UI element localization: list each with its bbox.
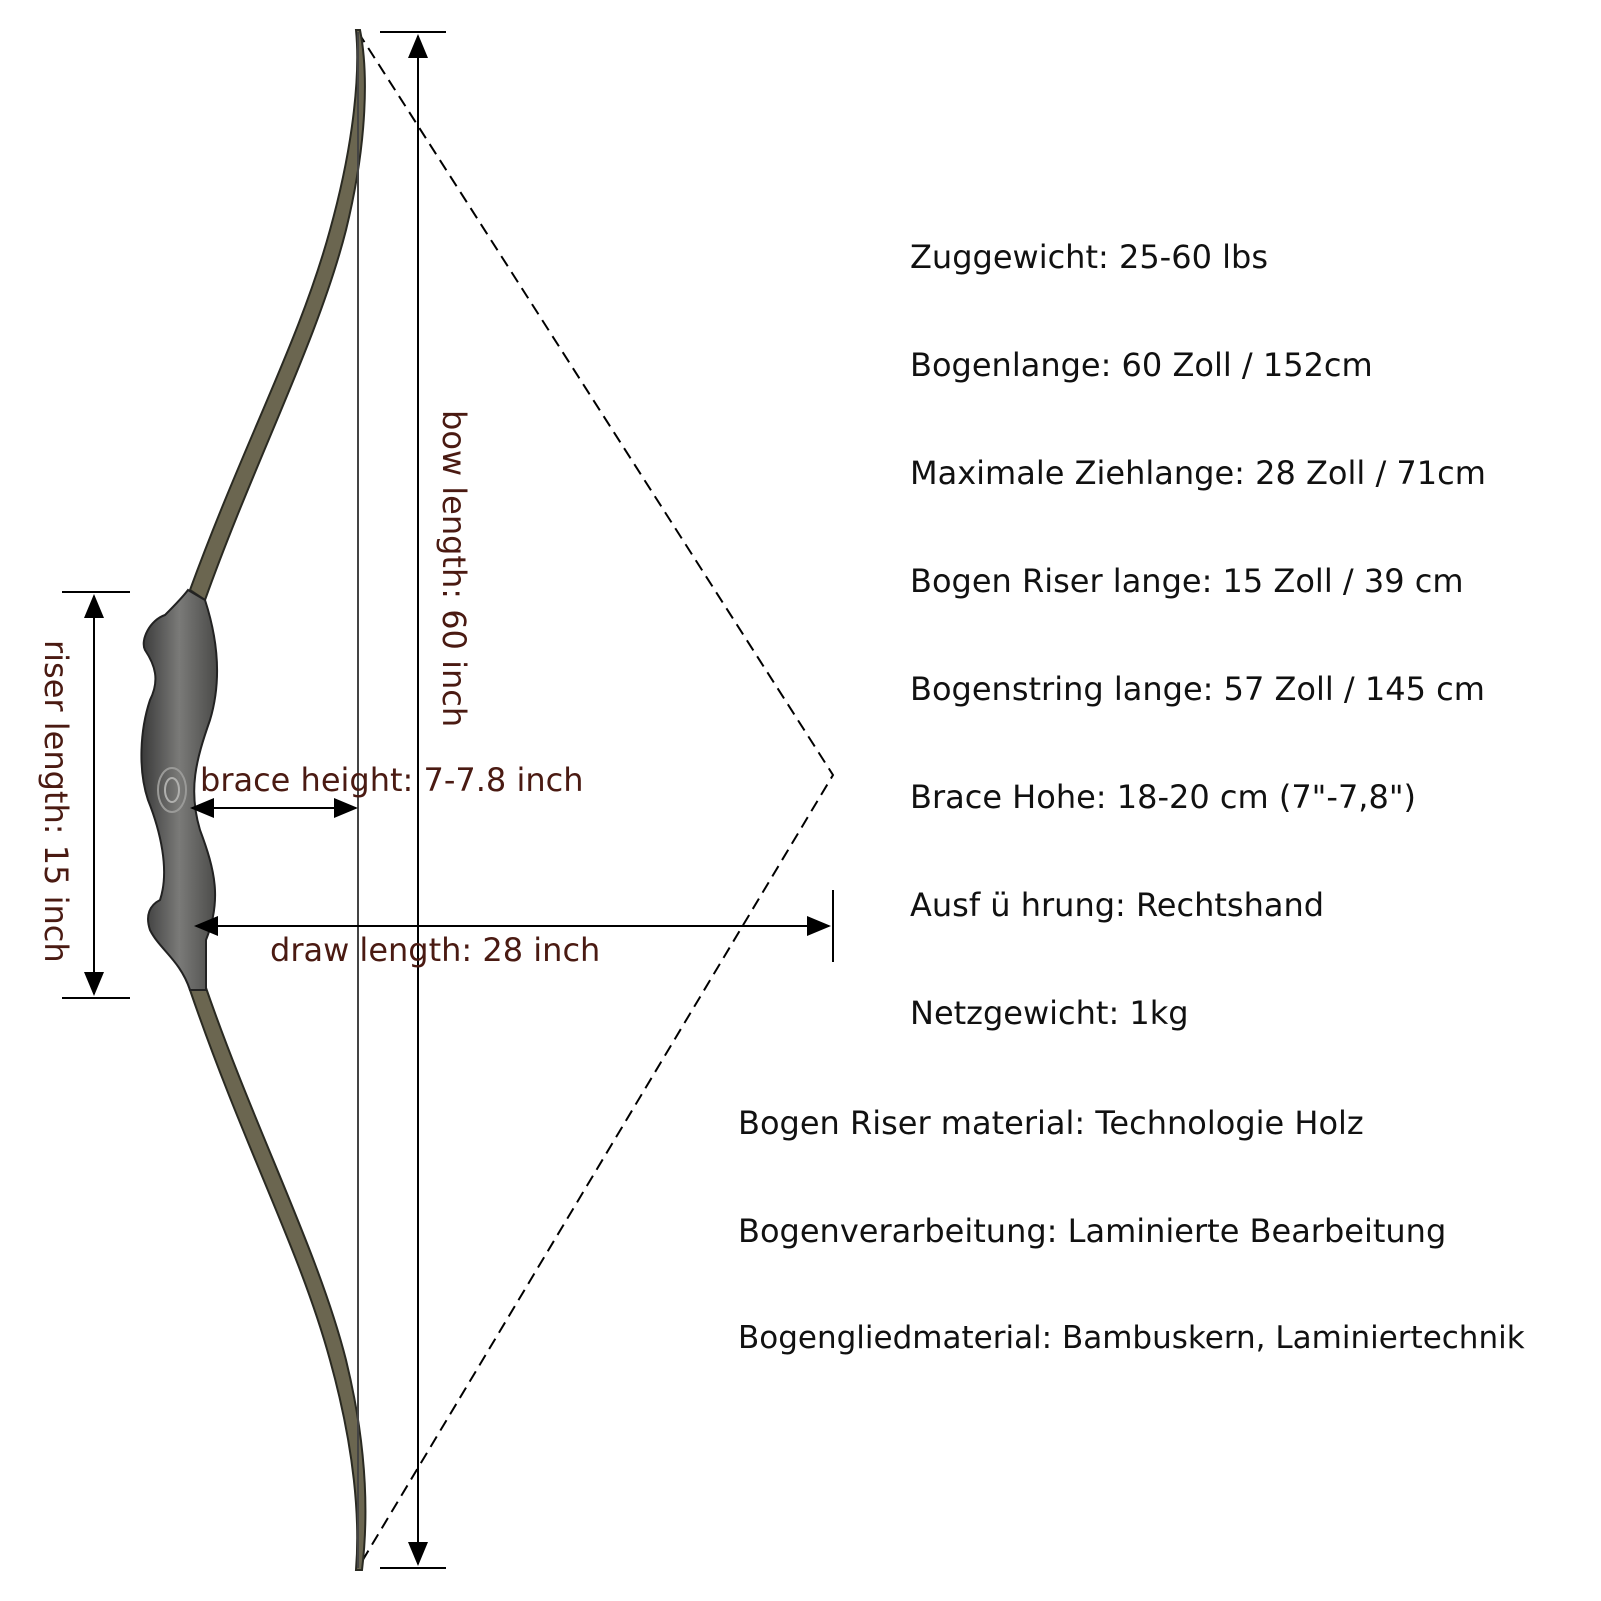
riser-length-label: riser length: 15 inch (37, 640, 75, 963)
lower-limb (188, 983, 367, 1571)
spec-net-weight: Netzgewicht: 1kg (910, 994, 1189, 1032)
spec-riser-material: Bogen Riser material: Technologie Holz (738, 1104, 1364, 1142)
wood-grain (157, 767, 187, 813)
upper-limb (188, 29, 366, 602)
wood-grain-inner (164, 777, 180, 803)
spec-string-length: Bogenstring lange: 57 Zoll / 145 cm (910, 670, 1485, 708)
draw-outline (357, 31, 835, 1569)
spec-limb-material: Bogengliedmaterial: Bambuskern, Laminier… (738, 1320, 1525, 1356)
spec-max-draw-length: Maximale Ziehlange: 28 Zoll / 71cm (910, 454, 1486, 492)
draw-length-label: draw length: 28 inch (270, 931, 600, 969)
spec-draw-weight: Zuggewicht: 25-60 lbs (910, 238, 1268, 276)
spec-bow-length: Bogenlange: 60 Zoll / 152cm (910, 346, 1373, 384)
spec-riser-length: Bogen Riser lange: 15 Zoll / 39 cm (910, 562, 1464, 600)
bow-length-label: bow length: 60 inch (435, 410, 473, 727)
spec-brace-height: Brace Hohe: 18-20 cm (7"-7,8") (910, 778, 1417, 816)
brace-height-label: brace height: 7-7.8 inch (200, 761, 584, 799)
spec-handedness: Ausf ü hrung: Rechtshand (910, 886, 1325, 924)
spec-bow-processing: Bogenverarbeitung: Laminierte Bearbeitun… (738, 1212, 1447, 1250)
